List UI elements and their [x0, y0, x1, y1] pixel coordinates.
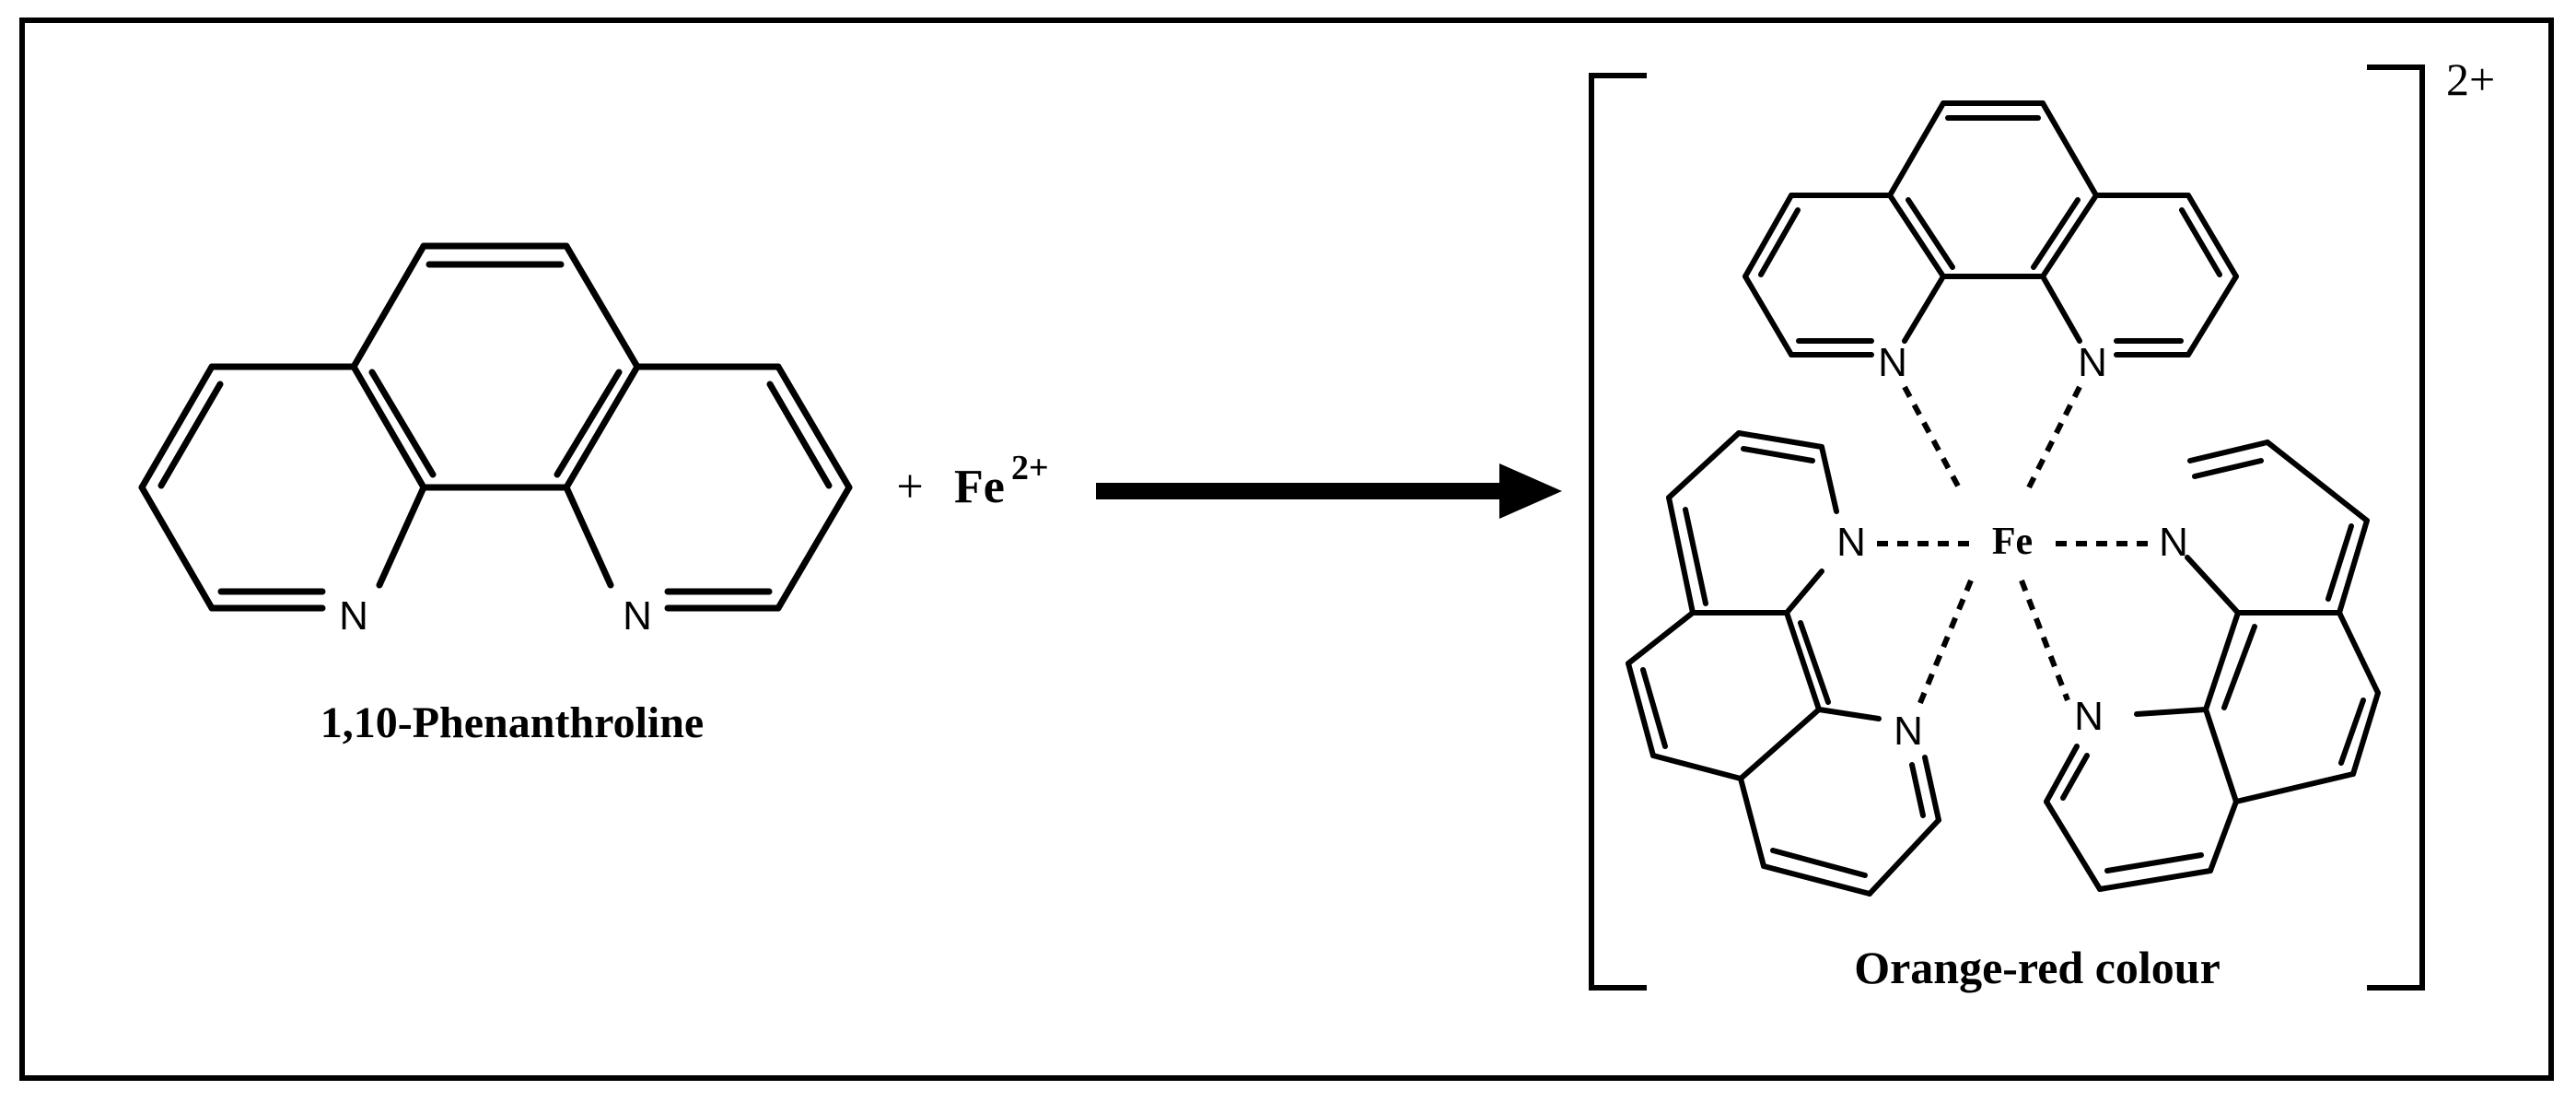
nitrogen-label: N [623, 593, 652, 639]
coordination-bonds [1877, 385, 2153, 711]
plus-sign: + [896, 461, 923, 513]
nitrogen-label: N [2078, 340, 2107, 385]
nitrogen-label: N [2159, 520, 2188, 565]
nitrogen-label: N [1894, 709, 1923, 754]
nitrogen-label: N [1836, 520, 1866, 565]
product-caption: Orange-red colour [1854, 942, 2220, 993]
nitrogen-label: N [2074, 694, 2104, 739]
iron-center: Fe [1992, 521, 2033, 563]
nitrogen-label: N [1878, 340, 1907, 385]
ligand-left [1626, 430, 1941, 897]
complex-brackets [1589, 64, 2425, 991]
nitrogen-label: N [339, 593, 368, 639]
iron-ion-charge: 2+ [1011, 449, 1049, 487]
ligand-top [1743, 100, 2239, 358]
ligand-right [2044, 440, 2381, 892]
complex-charge: 2+ [2446, 53, 2495, 105]
iron-ion: Fe [954, 461, 1005, 513]
phenanthroline-molecule [138, 242, 853, 612]
figure-border [19, 18, 2554, 1081]
reaction-arrow [1096, 463, 1562, 519]
reactant-name: 1,10-Phenanthroline [321, 698, 704, 747]
